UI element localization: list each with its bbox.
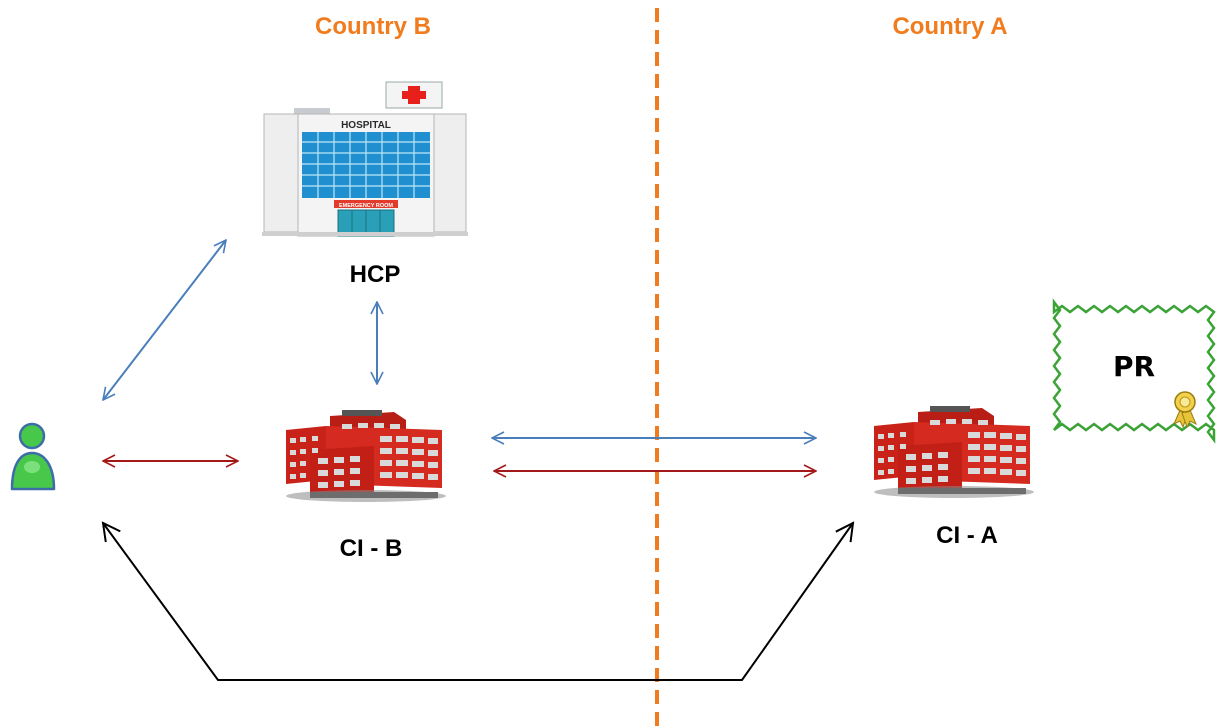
pr-label: PR xyxy=(1113,350,1155,383)
patient-cia-arrow xyxy=(103,523,853,681)
country-b-label: Country B xyxy=(315,13,431,40)
ci-a-building-icon xyxy=(874,406,1034,498)
emergency-room-sign: EMERGENCY ROOM xyxy=(339,203,393,209)
award-ribbon-icon xyxy=(1173,391,1197,429)
hcp-label: HCP xyxy=(350,261,401,288)
ci-b-building-icon xyxy=(286,410,446,502)
ci-a-label: CI - A xyxy=(936,522,998,549)
hospital-sign: HOSPITAL xyxy=(341,120,391,131)
country-a-label: Country A xyxy=(892,13,1007,40)
hospital-icon: HOSPITAL EMERGENCY ROOM xyxy=(262,81,468,237)
ci-b-label: CI - B xyxy=(340,535,403,562)
certificate-icon: PR xyxy=(1052,298,1216,444)
patient-hcp-arrow xyxy=(103,240,226,400)
person-icon xyxy=(10,422,56,491)
